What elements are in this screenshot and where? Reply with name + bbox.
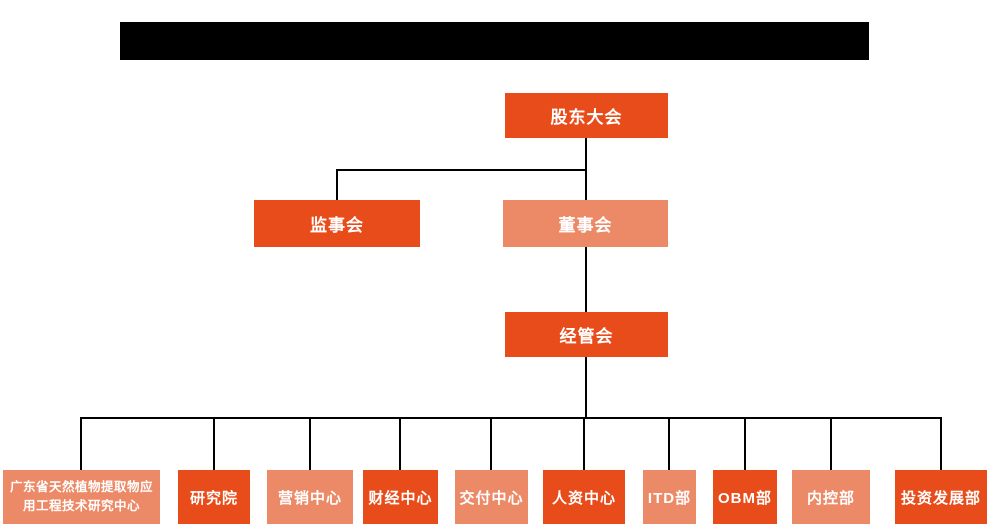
connector-line-dept-drop xyxy=(490,417,492,471)
connector-line-dept-drop xyxy=(309,417,311,471)
connector-line-management-drop xyxy=(585,356,587,418)
org-node-dept-finance-center: 财经中心 xyxy=(363,470,438,524)
connector-line-dept-drop xyxy=(668,417,670,471)
org-node-dept-obm: OBM部 xyxy=(713,470,777,524)
connector-line-dept-drop xyxy=(940,417,942,471)
connector-line-departments-horizontal xyxy=(81,417,941,419)
org-node-board-of-directors: 董事会 xyxy=(503,200,668,247)
connector-line-dept-drop xyxy=(583,417,585,471)
connector-line-supervisory-drop xyxy=(336,169,338,201)
org-node-dept-research-center: 广东省天然植物提取物应用工程技术研究中心 xyxy=(3,470,160,524)
org-node-dept-itd: ITD部 xyxy=(643,470,696,524)
org-node-dept-marketing-center: 营销中心 xyxy=(267,470,353,524)
org-node-dept-delivery-center: 交付中心 xyxy=(455,470,528,524)
org-node-dept-research-institute: 研究院 xyxy=(178,470,250,524)
connector-line-level2-horizontal xyxy=(336,169,587,171)
connector-line-dept-drop xyxy=(399,417,401,471)
connector-line-dept-drop xyxy=(744,417,746,471)
org-node-dept-investment-development: 投资发展部 xyxy=(895,470,987,524)
connector-line-dept-drop xyxy=(80,417,82,471)
org-node-dept-hr-center: 人资中心 xyxy=(543,470,625,524)
org-node-dept-internal-control: 内控部 xyxy=(792,470,870,524)
org-node-supervisory-board: 监事会 xyxy=(254,200,420,247)
connector-line-dept-drop xyxy=(213,417,215,471)
connector-line-dept-drop xyxy=(830,417,832,471)
redacted-title-bar xyxy=(120,22,869,60)
org-node-management-committee: 经管会 xyxy=(505,312,668,357)
org-node-shareholders-meeting: 股东大会 xyxy=(505,93,668,138)
